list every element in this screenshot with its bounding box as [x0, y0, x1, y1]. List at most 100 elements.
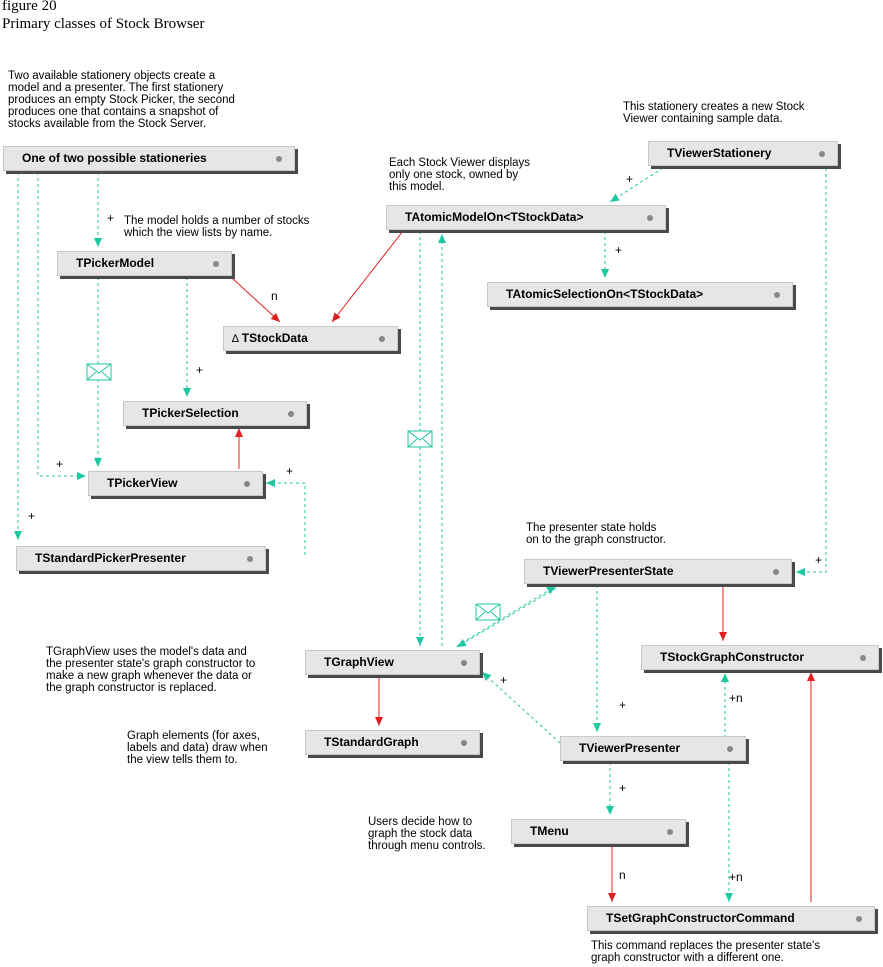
class-label: TMenu — [530, 824, 569, 838]
association-connector — [456, 587, 557, 648]
class-label: TPickerModel — [76, 256, 155, 270]
creates-connector — [331, 230, 404, 323]
class-tstockgraphconstructor: TStockGraphConstructor — [641, 645, 879, 670]
dot-icon — [379, 336, 385, 342]
arrowhead-icon — [270, 312, 280, 322]
arrowhead-icon — [438, 234, 446, 243]
note-line: make a new graph whenever the data or — [46, 670, 252, 682]
note-line: produces an empty Stock Picker, the seco… — [8, 94, 235, 106]
class-label: TGraphView — [324, 655, 394, 669]
envelope-icon — [475, 603, 501, 621]
figure-caption: Primary classes of Stock Browser — [2, 16, 205, 32]
arrowhead-icon — [332, 312, 341, 322]
note-line: the presenter state's graph constructor … — [46, 658, 256, 670]
note-line: stocks available from the Stock Server. — [8, 118, 207, 130]
note-line: produces one that contains a snapshot of — [8, 106, 219, 118]
class-tatomicmodelon: TAtomicModelOn<TStockData> — [386, 205, 666, 230]
note-viewer-stationery: This stationery creates a new Stock View… — [623, 101, 805, 125]
note-line: only one stock, owned by — [389, 169, 519, 181]
class-label: TSetGraphConstructorCommand — [606, 911, 795, 925]
edge-label-plus-n: +n — [729, 870, 743, 884]
edge-label-plus: + — [815, 553, 823, 567]
note-line: The model holds a number of stocks — [124, 215, 310, 227]
dot-icon — [856, 916, 862, 922]
note-line: Users decide how to — [368, 816, 473, 828]
association-connector — [481, 671, 561, 744]
dot-icon — [774, 292, 780, 298]
arrowhead-icon — [94, 458, 102, 467]
delta-marker: ∆ — [232, 333, 239, 345]
note-line: which the view lists by name. — [124, 227, 273, 239]
edge-label-plus: + — [28, 509, 36, 523]
edge-label-plus: + — [500, 673, 508, 687]
class-label: TPickerView — [107, 476, 178, 490]
arrowhead-icon — [482, 672, 492, 682]
class-label: TAtomicModelOn<TStockData> — [405, 210, 584, 224]
note-line: model and a presenter. The first station… — [8, 82, 224, 94]
note-line: this model. — [389, 181, 445, 193]
edge-label-plus: + — [619, 698, 627, 712]
note-line: on to the graph constructor. — [526, 534, 667, 546]
note-presenter-state: The presenter state holds on to the grap… — [526, 522, 666, 546]
edge-label-plus: + — [286, 464, 294, 478]
dot-icon — [773, 569, 779, 575]
edge-label-plus: + — [615, 243, 623, 257]
arrowhead-icon — [593, 723, 601, 732]
edge-label-plus-n: +n — [729, 691, 743, 705]
edge-label-plus: + — [107, 211, 115, 225]
arrowhead-icon — [721, 673, 729, 682]
note-line: TGraphView uses the model's data and — [46, 646, 247, 658]
class-tpickerselection: TPickerSelection — [123, 401, 307, 426]
note-line: Two available stationery objects create … — [8, 70, 216, 82]
creates-connector — [231, 277, 281, 323]
class-tstandardpickerpresenter: TStandardPickerPresenter — [16, 546, 266, 571]
note-stationery-intro: Two available stationery objects create … — [8, 70, 235, 130]
edge-label-plus: + — [619, 781, 627, 795]
note-line: the graph constructor is replaced. — [46, 682, 217, 694]
arrowhead-icon — [375, 717, 383, 726]
arrowhead-icon — [608, 893, 616, 902]
class-tgraphview: TGraphView — [305, 650, 480, 675]
class-tviewerpresenter: TViewerPresenter — [560, 736, 746, 761]
arrowhead-icon — [235, 428, 243, 437]
note-line: Each Stock Viewer displays — [389, 157, 531, 169]
class-label: TViewerStationery — [667, 146, 772, 160]
note-command: This command replaces the presenter stat… — [591, 940, 820, 964]
class-label: TStandardGraph — [324, 735, 419, 749]
class-tstockdata: ∆TStockData — [223, 326, 398, 351]
arrowhead-icon — [610, 193, 620, 202]
class-tpickermodel: TPickerModel — [57, 251, 232, 276]
envelope-icon — [86, 363, 112, 381]
class-tpickerview: TPickerView — [88, 471, 263, 496]
association-connector — [456, 585, 557, 647]
class-tstandardgraph: TStandardGraph — [305, 730, 480, 755]
note-line: graph the stock data — [368, 828, 473, 840]
arrowhead-icon — [725, 893, 733, 902]
arrowhead-icon — [601, 269, 609, 278]
dot-icon — [819, 151, 825, 157]
arrowhead-icon — [807, 672, 815, 681]
class-tsetgraphconstructorcommand: TSetGraphConstructorCommand — [587, 906, 875, 931]
arrowhead-icon — [183, 388, 191, 397]
dot-icon — [288, 411, 294, 417]
dot-icon — [727, 746, 733, 752]
note-line: Viewer containing sample data. — [623, 113, 783, 125]
class-label: TStockData — [241, 331, 308, 345]
arrowhead-icon — [14, 531, 22, 540]
association-connector — [37, 172, 86, 477]
class-label: TAtomicSelectionOn<TStockData> — [506, 287, 704, 301]
edge-label-n: n — [619, 868, 626, 882]
note-line: through menu controls. — [368, 840, 486, 852]
dot-icon — [461, 660, 467, 666]
dot-icon — [667, 829, 673, 835]
class-label: TViewerPresenterState — [543, 564, 674, 578]
edge-label-plus: + — [196, 363, 204, 377]
class-tviewerstationery: TViewerStationery — [648, 141, 838, 166]
note-line: Graph elements (for axes, — [127, 730, 260, 742]
dot-icon — [461, 740, 467, 746]
class-label: TViewerPresenter — [579, 741, 681, 755]
dot-icon — [647, 215, 653, 221]
arrowhead-icon — [796, 568, 805, 576]
note-graph-elements: Graph elements (for axes, labels and dat… — [127, 730, 268, 766]
